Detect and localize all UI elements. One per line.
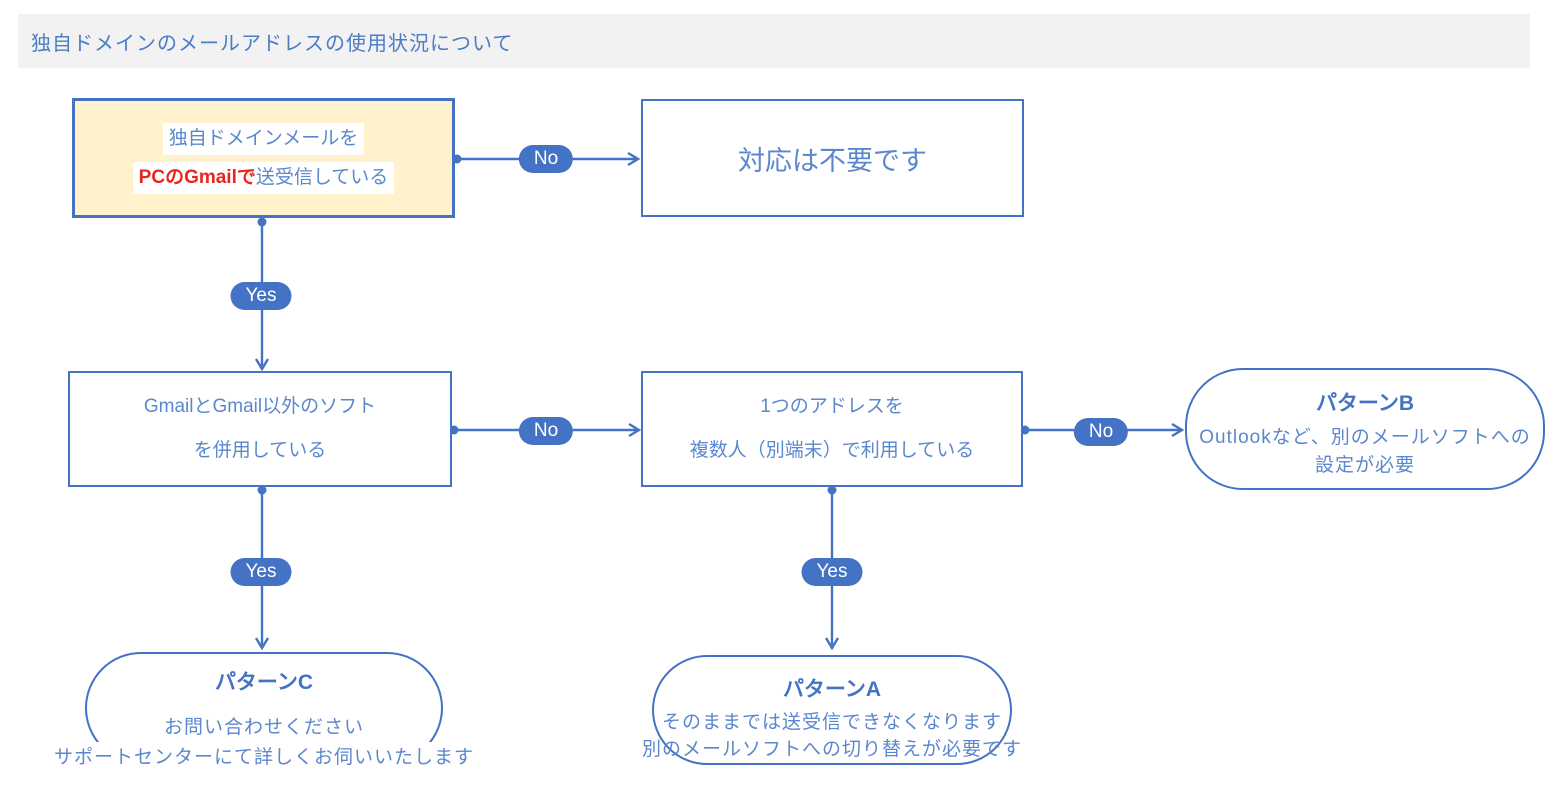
node-pattern-a: パターンA そのままでは送受信できなくなります 別のメールソフトへの切り替えが必… — [642, 655, 1021, 765]
arrowhead-right-icon — [628, 422, 642, 438]
node-q3-shared-address: 1つのアドレスを 複数人（別端末）で利用している — [641, 371, 1023, 487]
node-pattern-c: パターンC お問い合わせください サポートセンターにて詳しくお伺いいたします — [47, 652, 481, 769]
pattern-a-title: パターンA — [782, 678, 882, 701]
q1-line2-rest: 送受信している — [255, 166, 389, 188]
node-pattern-b: パターンB Outlookなど、別のメールソフトへの 設定が必要 — [1185, 368, 1545, 490]
q1-line2-highlight: PCのGmailで — [138, 166, 256, 188]
pattern-a-line1: そのままでは送受信できなくなります — [661, 712, 1003, 733]
q3-line2: 複数人（別端末）で利用している — [689, 440, 975, 461]
arrowhead-right-icon — [1171, 422, 1185, 438]
q2-line2: を併用している — [193, 440, 327, 461]
pattern-c-line2: サポートセンターにて詳しくお伺いいたします — [47, 742, 481, 769]
q3-line1: 1つのアドレスを — [760, 396, 904, 417]
badge-yes-q3: Yes — [801, 558, 863, 586]
diagram-title-bar: 独自ドメインのメールアドレスの使用状況について — [18, 14, 1530, 68]
node-no-action-needed: 対応は不要です — [641, 99, 1024, 217]
badge-yes-q1: Yes — [230, 282, 292, 310]
arrowhead-down-icon — [254, 358, 270, 372]
pattern-c-title: パターンC — [214, 671, 314, 694]
pattern-b-line1: Outlookなど、別のメールソフトへの — [1199, 427, 1531, 448]
pattern-c-line1: お問い合わせください — [163, 717, 365, 738]
arrowhead-down-icon — [254, 637, 270, 651]
no-action-text: 対応は不要です — [738, 145, 927, 176]
q1-line1: 独自ドメインメールを — [162, 122, 365, 155]
badge-no-q1: No — [518, 145, 574, 173]
diagram-title: 独自ドメインのメールアドレスの使用状況について — [31, 32, 514, 55]
q1-line2: PCのGmailで送受信している — [132, 161, 395, 194]
connector-dot — [257, 217, 267, 227]
arrowhead-down-icon — [824, 637, 840, 651]
pattern-b-title: パターンB — [1315, 392, 1415, 415]
arrowhead-right-icon — [627, 151, 641, 167]
pattern-b-line2: 設定が必要 — [1314, 455, 1416, 476]
pattern-a-line2: 別のメールソフトへの切り替えが必要です — [641, 739, 1023, 760]
q2-line1: GmailとGmail以外のソフト — [143, 396, 377, 417]
node-q1-gmail-usage: 独自ドメインメールを PCのGmailで送受信している — [72, 98, 455, 218]
badge-yes-q2: Yes — [230, 558, 292, 586]
badge-no-q2: No — [518, 417, 574, 445]
badge-no-q3: No — [1073, 418, 1129, 446]
node-q2-gmail-and-other-software: GmailとGmail以外のソフト を併用している — [68, 371, 452, 487]
